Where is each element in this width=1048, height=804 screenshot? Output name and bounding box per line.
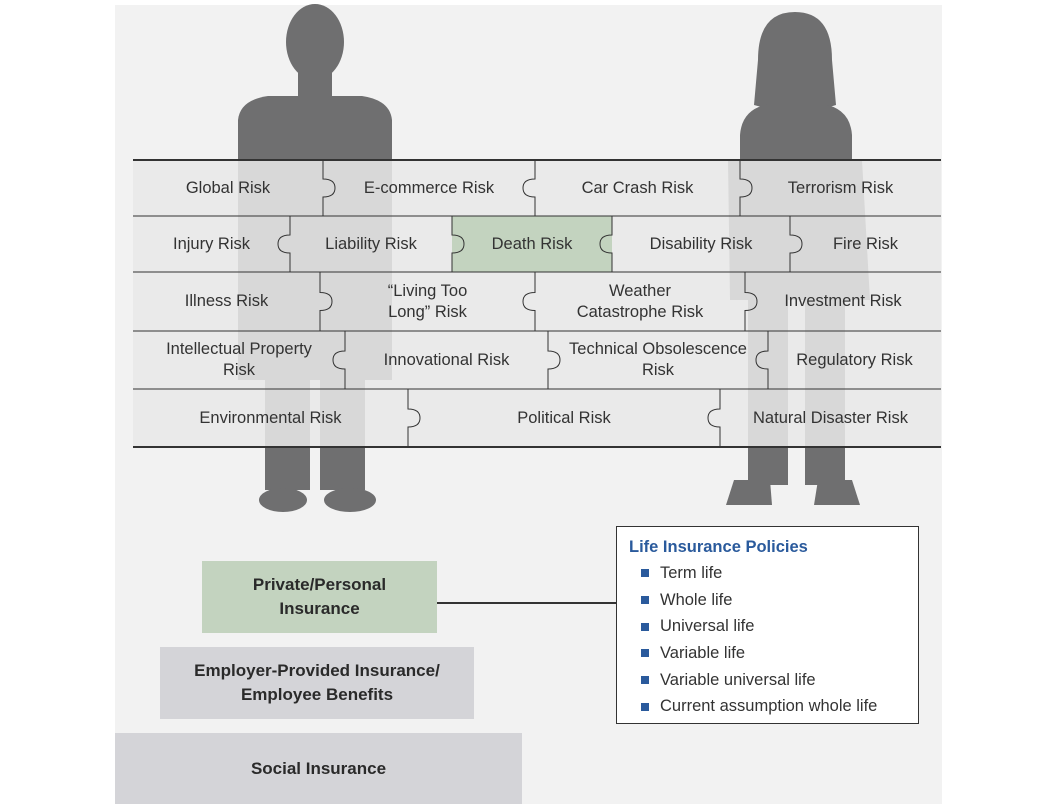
policies-title: Life Insurance Policies [629, 538, 808, 556]
puzzle-piece [535, 160, 740, 216]
list-item: Current assumption whole life [641, 693, 877, 720]
risk-label: Injury Risk [172, 234, 250, 253]
bullet-icon [641, 702, 649, 711]
life-insurance-policies-box: Life Insurance Policies Term life Whole … [616, 526, 919, 724]
list-item: Whole life [641, 587, 877, 614]
puzzle-piece [745, 272, 941, 331]
puzzle-piece [768, 331, 941, 389]
puzzle-seam [739, 160, 753, 216]
risk-label: Fire Risk [832, 234, 899, 253]
puzzle-seam [599, 216, 613, 272]
bullet-icon [641, 622, 649, 631]
social-insurance-label: Social Insurance [250, 758, 387, 778]
private-insurance-label: Private/Personal Insurance [252, 575, 387, 618]
puzzle-seam [332, 331, 346, 389]
puzzle-seam [755, 331, 769, 389]
puzzle-piece [452, 216, 612, 272]
risk-label: Technical Obsolescence Risk [569, 340, 747, 379]
puzzle-piece [548, 331, 768, 389]
puzzle-seam [407, 389, 421, 447]
puzzle-piece [740, 160, 941, 216]
puzzle-piece [345, 331, 548, 389]
puzzle-piece [290, 216, 452, 272]
risk-label: E-commerce Risk [363, 178, 495, 197]
puzzle-piece [133, 331, 345, 389]
puzzle-seam [707, 389, 721, 447]
risk-label: Political Risk [517, 408, 611, 427]
puzzle-piece [133, 160, 323, 216]
puzzle-piece [612, 216, 790, 272]
list-item: Variable life [641, 640, 877, 667]
risk-label: Weather Catastrophe Risk [576, 281, 704, 321]
private-insurance-layer: Private/Personal Insurance [202, 561, 437, 633]
risk-label: Disability Risk [649, 234, 753, 253]
bullet-icon [641, 649, 649, 658]
employer-insurance-label: Employer-Provided Insurance/ Employee Be… [194, 661, 440, 704]
risk-label: Innovational Risk [383, 350, 510, 369]
risk-label: Terrorism Risk [787, 178, 894, 197]
puzzle-piece [133, 216, 290, 272]
risk-label: Regulatory Risk [796, 350, 913, 369]
list-item: Universal life [641, 613, 877, 640]
puzzle-piece [133, 272, 320, 331]
puzzle-piece [323, 160, 535, 216]
puzzle-seam [277, 216, 291, 272]
puzzle-seam [789, 216, 803, 272]
list-item: Term life [641, 560, 877, 587]
risk-label: Illness Risk [184, 292, 269, 310]
bullet-icon [641, 569, 649, 578]
risk-label: Car Crash Risk [581, 178, 694, 197]
puzzle-piece [133, 389, 408, 447]
risk-label: Investment Risk [784, 292, 902, 310]
risk-label: Environmental Risk [199, 408, 342, 427]
puzzle-piece [408, 389, 720, 447]
policies-list: Term life Whole life Universal life Vari… [641, 560, 877, 720]
risk-label: Death Risk [491, 234, 573, 253]
risk-label: Natural Disaster Risk [753, 408, 908, 427]
risk-label: Intellectual Property Risk [166, 340, 312, 379]
risk-label: Global Risk [185, 178, 271, 197]
risk-label: “Living Too Long” Risk [387, 281, 468, 321]
puzzle-seam [744, 272, 758, 331]
puzzle-seam [319, 272, 333, 331]
bullet-icon [641, 596, 649, 605]
puzzle-seam [451, 216, 465, 272]
puzzle-piece [790, 216, 941, 272]
puzzle-seam [547, 331, 561, 389]
connector-line [437, 602, 617, 604]
puzzle-seam [522, 272, 536, 331]
social-insurance-layer: Social Insurance [115, 733, 522, 804]
bullet-icon [641, 676, 649, 685]
list-item: Variable universal life [641, 667, 877, 694]
risk-label: Liability Risk [325, 234, 417, 253]
puzzle-seam [322, 160, 336, 216]
puzzle-piece [720, 389, 941, 447]
employer-insurance-layer: Employer-Provided Insurance/ Employee Be… [160, 647, 474, 719]
puzzle-seam [522, 160, 536, 216]
puzzle-piece [535, 272, 745, 331]
puzzle-piece [320, 272, 535, 331]
